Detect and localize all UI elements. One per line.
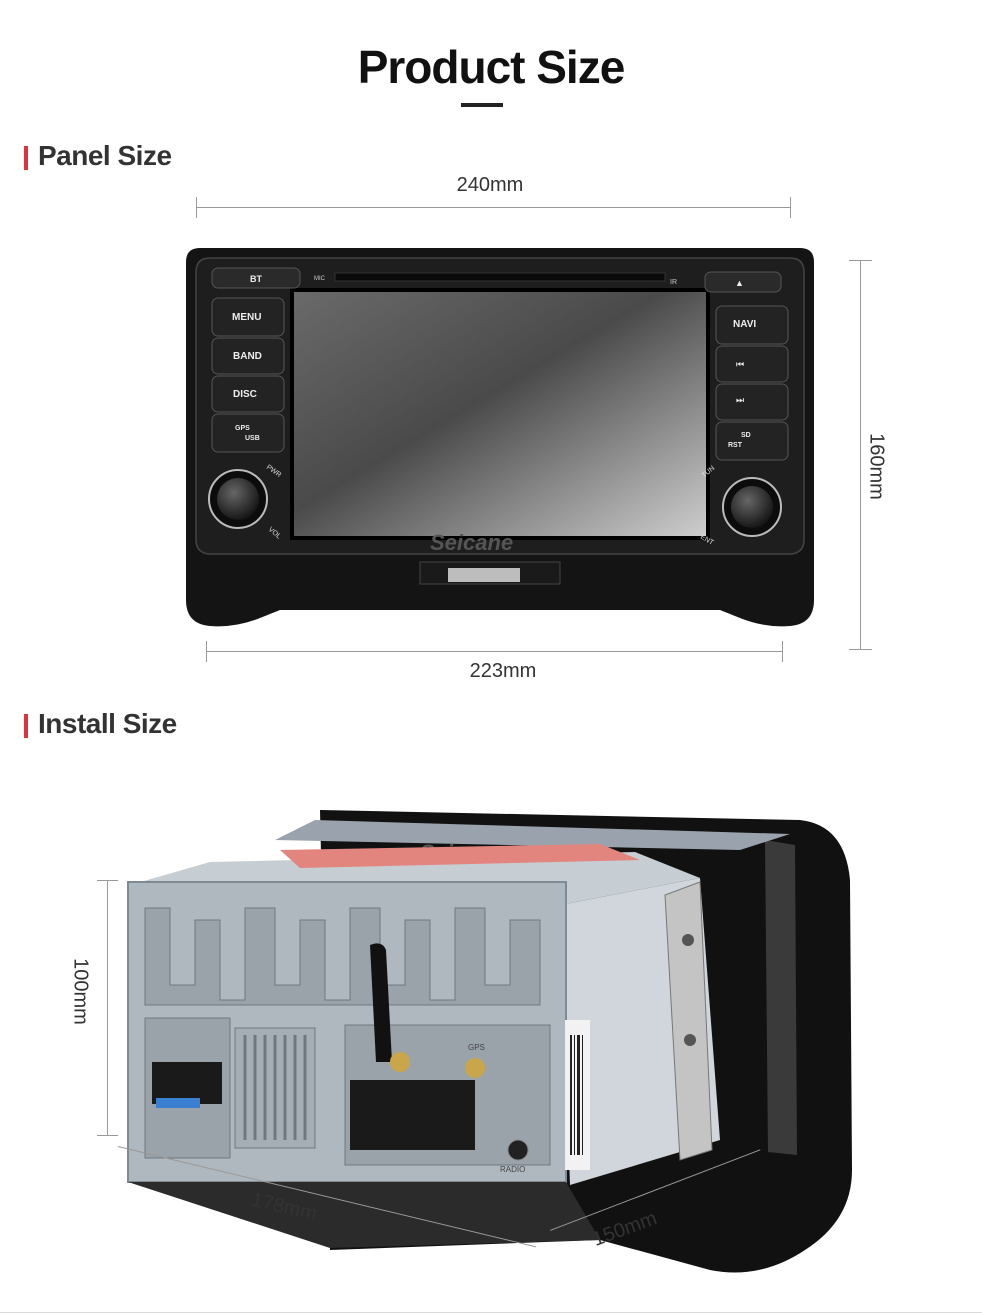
title-underline bbox=[461, 103, 503, 107]
bt-button-label: BT bbox=[250, 274, 262, 284]
panel-height-line bbox=[860, 260, 861, 650]
panel-width-line bbox=[196, 207, 791, 208]
band-button-label: BAND bbox=[233, 351, 262, 362]
page-title: Product Size bbox=[357, 41, 626, 93]
panel-bottom-width-label: 223mm bbox=[469, 660, 537, 682]
head-unit-rear-chassis: Seicane GPS RADIO bbox=[127, 810, 852, 1273]
ir-label: IR bbox=[670, 279, 677, 286]
panel-height-label: 160mm bbox=[865, 433, 888, 500]
navi-button-label: NAVI bbox=[733, 319, 756, 330]
right-button-column: NAVI ⏮ ⏭ SD RST bbox=[715, 305, 789, 461]
antenna bbox=[370, 943, 392, 1062]
head-unit-front-panel: BT MIC IR ▲ MENU BAND DISC GPS USB NAVI … bbox=[186, 248, 814, 627]
rst-button-label: RST bbox=[728, 442, 743, 449]
dim-tick bbox=[196, 197, 197, 218]
disc-button-label: DISC bbox=[233, 389, 257, 400]
previous-track-icon: ⏮ bbox=[736, 359, 744, 369]
next-track-icon: ⏭ bbox=[736, 395, 744, 405]
menu-button-label: MENU bbox=[232, 312, 261, 323]
bottom-divider bbox=[0, 1312, 982, 1313]
dim-tick bbox=[790, 197, 791, 218]
eject-icon: ▲ bbox=[735, 278, 744, 288]
dim-tick bbox=[849, 260, 872, 261]
panel-size-heading: Panel Size bbox=[38, 140, 172, 171]
sd-button-label: SD bbox=[741, 432, 751, 439]
mic-label: MIC bbox=[314, 276, 326, 282]
panel-width-label: 240mm bbox=[456, 174, 524, 196]
dim-tick bbox=[206, 641, 207, 662]
section-marker bbox=[24, 714, 28, 738]
brand-logo: Seicane bbox=[430, 530, 513, 555]
install-height-line bbox=[107, 880, 108, 1136]
install-size-heading: Install Size bbox=[38, 708, 177, 739]
left-button-column: MENU BAND DISC GPS USB bbox=[211, 297, 285, 453]
gps-port-label: GPS bbox=[468, 1043, 485, 1052]
install-height-label: 100mm bbox=[69, 958, 92, 1025]
dim-tick bbox=[782, 641, 783, 662]
panel-bottom-width-line bbox=[206, 651, 782, 652]
radio-port-label: RADIO bbox=[500, 1165, 525, 1174]
section-marker bbox=[24, 146, 28, 170]
dim-tick bbox=[849, 649, 872, 650]
usb-button-label: USB bbox=[245, 435, 260, 442]
dim-tick bbox=[97, 1135, 118, 1136]
gps-button-label: GPS bbox=[235, 425, 250, 432]
dim-tick bbox=[97, 880, 118, 881]
